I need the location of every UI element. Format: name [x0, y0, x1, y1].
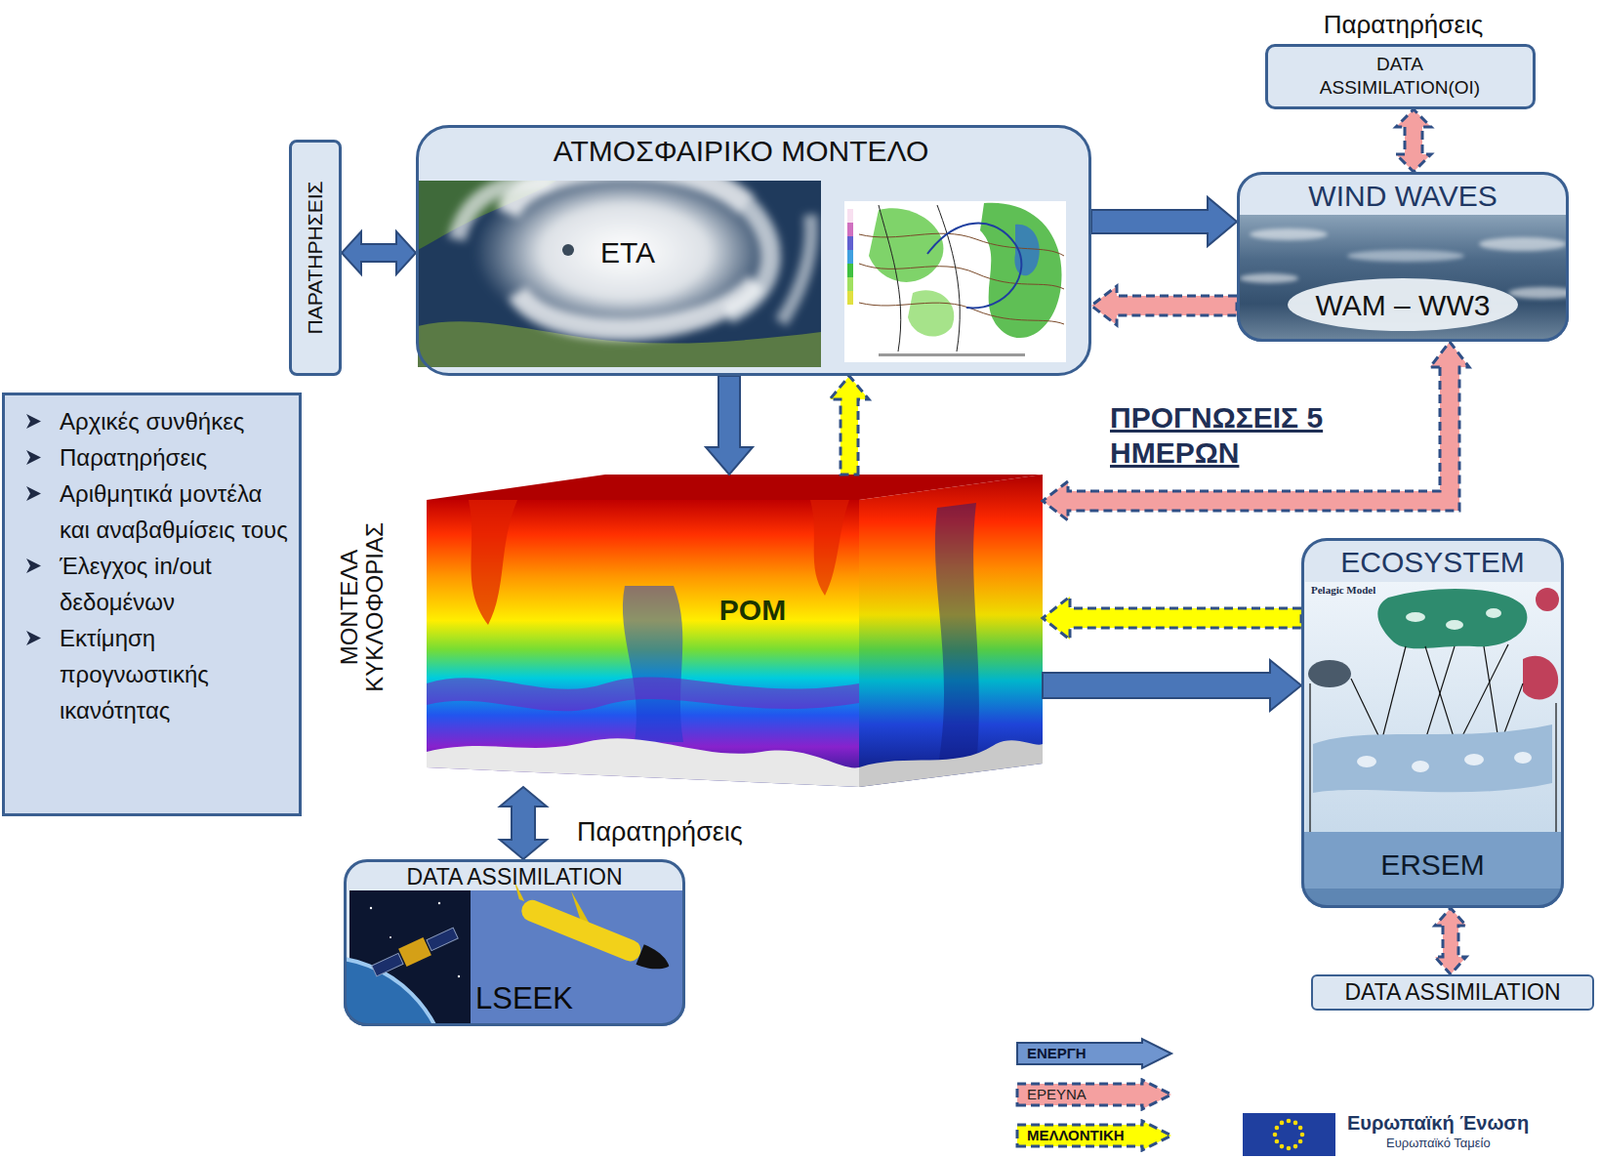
legend-arrow-shape — [1017, 1038, 1172, 1068]
assimilation-box: ΠαρατηρήσειςDATA ASSIMILATION(OI) — [1265, 43, 1536, 110]
model-name: ERSEM — [1304, 847, 1561, 883]
future-arrow — [1042, 596, 1302, 640]
box-label: DATA ASSIMILATION — [1312, 979, 1593, 1007]
active-arrow — [1042, 659, 1302, 711]
active-arrow — [705, 375, 753, 475]
legend-arrow-shape — [1017, 1079, 1172, 1109]
bullet-item: Εκτίμηση προγνωστικής ικανότητας — [4, 619, 293, 729]
checklist-item: Έλεγχος in/out δεδομένων — [59, 547, 293, 620]
forecast-note: ΠΡΟΓΝΩΣΕΙΣ 5 ΗΜΕΡΩΝ — [1109, 400, 1389, 471]
vertical-label: ΠΑΡΑΤΗΡΗΣΕΙΣ — [302, 145, 328, 370]
satellite-glider-image — [343, 869, 686, 1026]
bullet-item: Έλεγχος in/out δεδομένων — [4, 547, 293, 620]
legend-item: ΜΕΛΛΟΝΤΙΚΗ — [1015, 1118, 1176, 1152]
legend-item: ΕΝΕΡΓΗ — [1015, 1036, 1176, 1070]
box-title: ΑΤΜΟΣΦΑΙΡΙΚΟ ΜΟΝΤΕΛΟ — [418, 133, 1064, 169]
assimilation-panel: DATA ASSIMILATION LSEEK — [343, 859, 686, 1026]
legend-text: ΜΕΛΛΟΝΤΙΚΗ — [1026, 1126, 1125, 1145]
box-label: DATA ASSIMILATION(OI) — [1307, 52, 1493, 100]
ecosystem-box-ground — [1301, 537, 1564, 908]
research-arrow — [1042, 341, 1470, 521]
active-arrow — [499, 786, 547, 860]
bullet-arrow — [26, 450, 42, 466]
connector-label: Παρατηρήσεις — [574, 816, 746, 848]
checklist-item: Παρατηρήσεις — [59, 439, 293, 476]
checklist-box: Αρχικές συνθήκεςΠαρατηρήσειςΑριθμητικά μ… — [1, 392, 302, 817]
research-arrow — [1091, 286, 1237, 326]
funder-fund: Ευρωπαϊκό Ταμείο — [1386, 1135, 1553, 1151]
model-box: ΑΤΜΟΣΦΑΙΡΙΚΟ ΜΟΝΤΕΛΟ ETA — [415, 124, 1092, 376]
model-box: WIND WAVES WAM – WW3 — [1236, 171, 1569, 342]
legend-text: ΕΡΕΥΝΑ — [1026, 1085, 1087, 1104]
weather-map-image — [844, 201, 1067, 363]
research-arrow — [1395, 109, 1432, 172]
bullet-arrow — [26, 486, 42, 502]
vertical-label: ΜΟΝΤΕΛΑ ΚΥΚΛΟΦΟΡΙΑΣ — [336, 490, 389, 725]
active-arrow — [341, 231, 416, 275]
legend-item: ΕΡΕΥΝΑ — [1015, 1077, 1176, 1111]
eu-flag — [1242, 1112, 1336, 1156]
model-name: POM — [703, 592, 802, 628]
ocean-cube-image — [426, 474, 1043, 787]
model-name: LSEEK — [470, 980, 578, 1017]
checklist-item: Αρχικές συνθήκες — [59, 403, 293, 440]
funder-name: Ευρωπαϊκή Ένωση — [1347, 1110, 1572, 1135]
model-box-ground — [415, 124, 1092, 376]
future-arrow — [829, 375, 869, 475]
box-title: WIND WAVES — [1239, 178, 1566, 214]
ecosystem-image — [1301, 581, 1564, 908]
figure-label: Pelagic Model — [1311, 583, 1404, 597]
box-title: ECOSYSTEM — [1304, 544, 1561, 580]
model-name: ETA — [578, 235, 677, 271]
box-title: DATA ASSIMILATION — [346, 863, 683, 892]
waves-box-ground — [1236, 171, 1569, 342]
bullet-item: Αρχικές συνθήκες — [4, 403, 293, 440]
bullet-arrow — [26, 413, 42, 430]
active-arrow — [1091, 197, 1237, 247]
bullet-arrow — [26, 558, 42, 575]
assimilation-box: DATA ASSIMILATION — [1311, 974, 1595, 1011]
research-arrow — [1435, 907, 1467, 975]
box-heading: Παρατηρήσεις — [1248, 9, 1559, 41]
hurricane-image — [417, 180, 821, 368]
sea-waves-image — [1236, 214, 1569, 342]
bullet-item: Παρατηρήσεις — [4, 439, 293, 476]
model-name: WAM – WW3 — [1239, 287, 1566, 324]
observations-box: ΠΑΡΑΤΗΡΗΣΕΙΣ — [288, 139, 342, 376]
ocean-model-cube: ΜΟΝΤΕΛΑ ΚΥΚΛΟΦΟΡΙΑΣPOM — [426, 474, 1043, 787]
checklist-item: Αριθμητικά μοντέλα και αναβαθμίσεις τους — [59, 475, 293, 548]
legend-text: ΕΝΕΡΓΗ — [1026, 1044, 1087, 1063]
legend-arrow-shape — [1017, 1120, 1172, 1150]
bullet-item: Αριθμητικά μοντέλα και αναβαθμίσεις τους — [4, 475, 293, 548]
bullet-arrow — [26, 630, 42, 647]
checklist-item: Εκτίμηση προγνωστικής ικανότητας — [59, 619, 293, 729]
